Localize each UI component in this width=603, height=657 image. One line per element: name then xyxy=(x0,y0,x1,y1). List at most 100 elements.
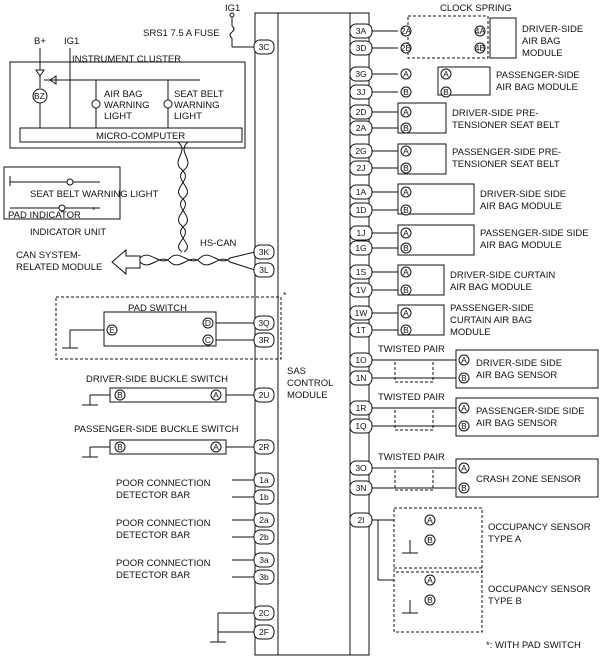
left-pin-label: 3L xyxy=(259,265,269,275)
crash-zone-box xyxy=(455,458,599,498)
passenger-sensor-2: AIR BAG SENSOR xyxy=(476,418,557,429)
connector-terminal xyxy=(400,86,412,98)
connector-terminal xyxy=(400,227,412,239)
right-pin-label: 2G xyxy=(355,146,366,156)
right-pin-group: 3A3D3G3J2D2A2G2J1A1D1J1G1S1V1W1T1O1N1R1Q… xyxy=(349,23,456,528)
driver-curtain-2: AIR BAG MODULE xyxy=(450,282,532,293)
fuse-label: SRS1 7.5 A FUSE xyxy=(143,28,220,39)
ig1-left-label: IG1 xyxy=(64,36,79,47)
connector-terminal xyxy=(458,402,470,414)
connector-terminal xyxy=(458,420,470,432)
connector-terminal xyxy=(474,42,486,54)
connector-terminal xyxy=(400,186,412,198)
passenger-pret-2: TENSIONER SEAT BELT xyxy=(452,159,560,170)
clock-spring-label: CLOCK SPRING xyxy=(440,3,512,14)
connector-terminal xyxy=(400,122,412,134)
left-pin-label: 2C xyxy=(259,608,270,618)
left-pin-badge xyxy=(253,387,275,403)
can-arrow-icon xyxy=(111,248,141,276)
driver-airbag-1: DRIVER-SIDE xyxy=(522,24,583,35)
connector-terminal xyxy=(400,204,412,216)
connector-letter: A xyxy=(403,107,409,117)
right-pin-label: 3N xyxy=(356,483,367,493)
right-pin-label: 1G xyxy=(355,243,366,253)
connector-terminal xyxy=(400,162,412,174)
right-pin-label: 2A xyxy=(356,123,367,133)
footnote: *: WITH PAD SWITCH xyxy=(486,640,581,651)
right-pin-label: 1V xyxy=(356,285,367,295)
connector-letter: B xyxy=(403,205,409,215)
connector-letter: B xyxy=(427,595,433,605)
left-pin-label: 2R xyxy=(259,442,270,452)
passenger-curtain-2: CURTAIN AIR BAG xyxy=(450,315,532,326)
left-pin-label: 3K xyxy=(259,247,270,257)
pcdb1-line2: DETECTOR BAR xyxy=(116,490,190,501)
connector-terminal xyxy=(106,324,118,336)
connector-letter: A xyxy=(403,267,409,277)
fuse-symbol xyxy=(229,25,235,39)
connector-letter: A xyxy=(443,69,449,79)
connector-letter: A xyxy=(461,403,467,413)
left-pin-badge xyxy=(253,244,275,260)
left-pin-badge xyxy=(253,512,275,528)
connector-terminal xyxy=(440,68,452,80)
right-pin-label: 1J xyxy=(357,228,366,238)
occ-a-1: OCCUPANCY SENSOR xyxy=(488,522,591,533)
airbag-lamp-icon xyxy=(91,99,101,109)
left-pin-badge xyxy=(253,529,275,545)
diode-icon xyxy=(35,69,45,77)
left-pin-badge xyxy=(253,569,275,585)
pad-indicator-asterisk: * xyxy=(92,205,96,215)
twisted-pair-1: TWISTED PAIR xyxy=(378,344,445,355)
seatbelt-warning-2: WARNING xyxy=(174,100,220,111)
connector-terminal xyxy=(458,354,470,366)
connector-terminal xyxy=(210,389,222,401)
connector-letter: B xyxy=(117,390,123,400)
passenger-side-ab-2: AIR BAG MODULE xyxy=(480,240,562,251)
connector-letter: B xyxy=(443,87,449,97)
connector-letter: B xyxy=(403,123,409,133)
left-pin-label: 3C xyxy=(259,42,270,52)
connector-letter: A xyxy=(213,390,219,400)
left-pin-badge xyxy=(253,439,275,455)
connector-terminal xyxy=(114,389,126,401)
connector-terminal xyxy=(400,266,412,278)
driver-sensor-1: DRIVER-SIDE SIDE xyxy=(476,358,562,369)
connector-terminal xyxy=(202,334,214,346)
left-pin-badge xyxy=(253,552,275,568)
connector-letter: B xyxy=(461,483,467,493)
right-pin-label: 1S xyxy=(356,267,367,277)
connector-letter: A xyxy=(403,146,409,156)
passenger-airbag-1: PASSENGER-SIDE xyxy=(496,70,580,81)
left-pin-badge xyxy=(253,624,275,640)
pad-switch-box xyxy=(55,296,282,360)
pcdb1-line1: POOR CONNECTION xyxy=(116,478,211,489)
connector-letter: D xyxy=(205,318,211,328)
left-pin-label: 2F xyxy=(259,627,269,637)
sas-label-2: CONTROL xyxy=(287,378,333,389)
connector-terminal xyxy=(424,594,436,606)
b-plus-label: B+ xyxy=(34,36,46,47)
left-pin-label: 1a xyxy=(259,475,269,485)
driver-airbag-2: AIR BAG xyxy=(522,36,561,47)
left-pin-label: 2a xyxy=(259,515,269,525)
connector-letter: A xyxy=(427,575,433,585)
pad-switch-label: PAD SWITCH xyxy=(128,303,187,314)
connector-terminal xyxy=(424,534,436,546)
right-pin-label: 3J xyxy=(357,87,366,97)
connector-terminal xyxy=(458,462,470,474)
connector-letter: B xyxy=(403,163,409,173)
connector-letter: B xyxy=(117,442,123,452)
connector-letter: C xyxy=(205,335,211,345)
right-pin-label: 3G xyxy=(355,69,366,79)
connector-terminal xyxy=(474,25,486,37)
right-pin-label: 2I xyxy=(357,515,364,525)
driver-airbag-module-box xyxy=(489,17,517,59)
indicator-unit-label: INDICATOR UNIT xyxy=(30,227,106,238)
passenger-sensor-box xyxy=(455,397,599,437)
left-pin-label: 1b xyxy=(259,492,269,502)
right-pin-label: 1N xyxy=(356,373,367,383)
left-pin-badge xyxy=(253,472,275,488)
